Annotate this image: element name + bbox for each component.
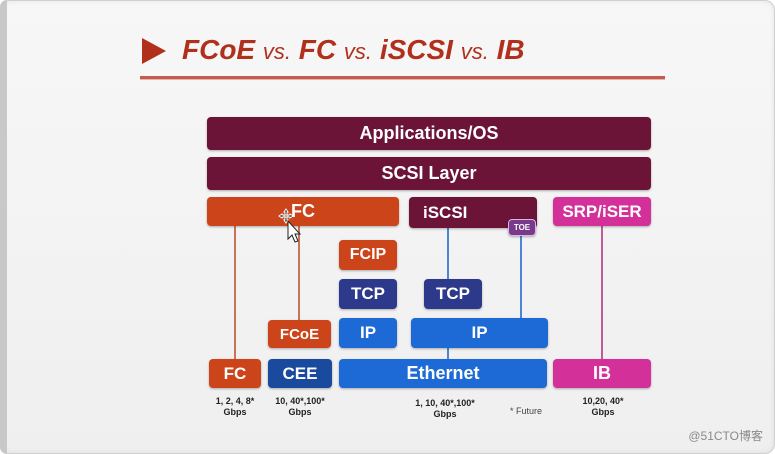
iscsi-to-tcp-line bbox=[447, 228, 449, 280]
title-fcoe: FCoE bbox=[182, 34, 256, 65]
ip-box-left: IP bbox=[339, 318, 397, 348]
cee-speed-unit: Gbps bbox=[288, 407, 312, 417]
tcp-box-left: TCP bbox=[339, 279, 397, 309]
fc-speed-label: 1, 2, 4, 8* Gbps bbox=[205, 396, 265, 418]
srp-connector-line bbox=[601, 226, 603, 360]
ip-box-right: IP bbox=[411, 318, 548, 348]
toe-to-ip-line bbox=[520, 236, 522, 318]
ib-speed-label: 10,20, 40* Gbps bbox=[568, 396, 638, 418]
cee-transport-box: CEE bbox=[268, 359, 332, 388]
title-ib: IB bbox=[496, 34, 525, 65]
ethernet-speed-label: 1, 10, 40*,100* Gbps bbox=[400, 398, 490, 420]
cee-speed-label: 10, 40*,100* Gbps bbox=[264, 396, 336, 418]
ethernet-speed-values: 1, 10, 40*,100* bbox=[415, 398, 475, 408]
fc-protocol-box: FC bbox=[207, 197, 399, 226]
fcoe-box: FCoE bbox=[268, 320, 331, 348]
title-iscsi: iSCSI bbox=[379, 34, 453, 65]
future-footnote: * Future bbox=[510, 406, 543, 416]
fcip-box: FCIP bbox=[339, 240, 397, 270]
title-vs-1: vs. bbox=[262, 39, 292, 64]
fc-speed-unit: Gbps bbox=[223, 407, 247, 417]
ethernet-transport-box: Ethernet bbox=[339, 359, 547, 388]
tcp-box-right: TCP bbox=[424, 279, 482, 309]
toe-badge: TOE bbox=[508, 219, 536, 236]
title-fc: FC bbox=[298, 34, 337, 65]
fc-to-fcoe-line bbox=[298, 226, 300, 320]
ip-to-ethernet-line bbox=[447, 346, 449, 360]
ethernet-speed-unit: Gbps bbox=[433, 409, 457, 419]
move-cursor-icon bbox=[278, 208, 302, 243]
title-underline-shadow bbox=[140, 79, 665, 80]
ib-transport-box: IB bbox=[553, 359, 651, 388]
srp-iser-protocol-box: SRP/iSER bbox=[553, 197, 651, 226]
fc-connector-line bbox=[234, 226, 236, 360]
title-underline bbox=[140, 76, 665, 79]
applications-os-layer: Applications/OS bbox=[207, 117, 651, 150]
cee-speed-values: 10, 40*,100* bbox=[275, 396, 325, 406]
fc-speed-values: 1, 2, 4, 8* bbox=[215, 396, 255, 406]
title-vs-2: vs. bbox=[343, 39, 373, 64]
slide-title: FCoE vs. FC vs. iSCSI vs. IB bbox=[182, 34, 525, 66]
slide-left-edge bbox=[0, 0, 7, 454]
ib-speed-values: 10,20, 40* bbox=[582, 396, 624, 406]
fc-transport-box: FC bbox=[209, 359, 261, 388]
watermark: @51CTO博客 bbox=[688, 429, 763, 443]
ib-speed-unit: Gbps bbox=[591, 407, 615, 417]
title-vs-3: vs. bbox=[460, 39, 489, 64]
scsi-layer: SCSI Layer bbox=[207, 157, 651, 190]
title-arrow-icon bbox=[142, 38, 166, 64]
